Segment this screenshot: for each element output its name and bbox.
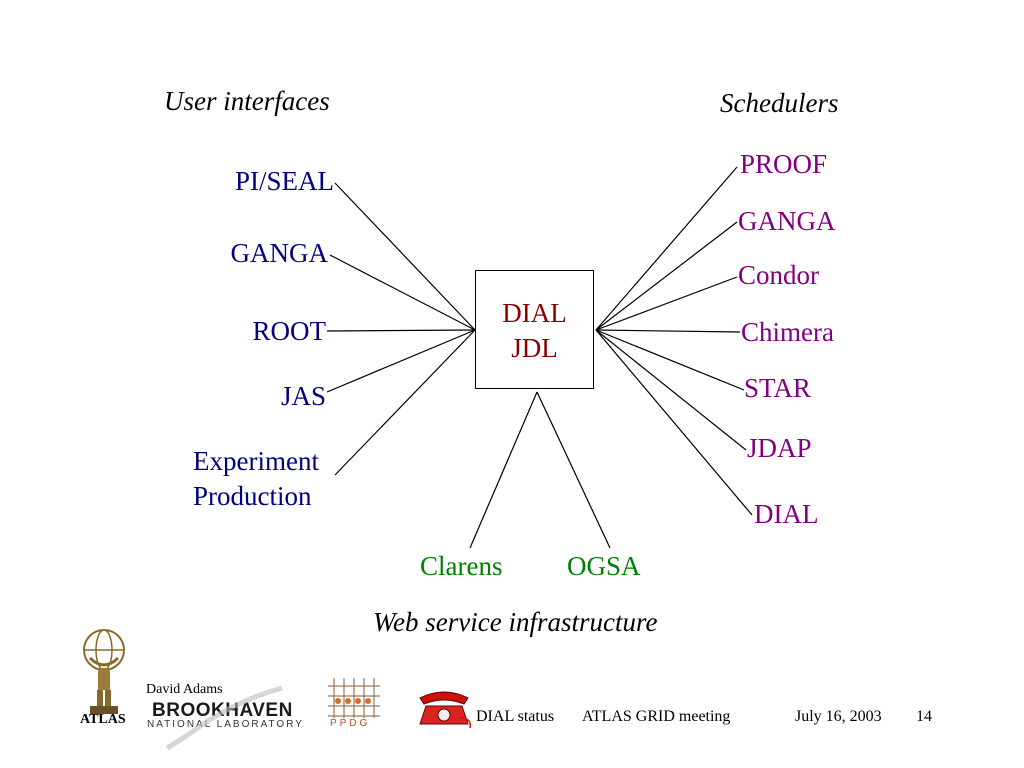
- line-jas: [326, 329, 476, 393]
- ppdg-logo-text: PPDG: [330, 718, 371, 729]
- footer-title: DIAL status: [476, 708, 555, 725]
- ui-label-ganga: GANGA: [230, 238, 329, 268]
- ui-label-jas: JAS: [280, 381, 326, 411]
- ui-label-root: ROOT: [252, 316, 327, 346]
- heading-user-interfaces: User interfaces: [164, 86, 330, 116]
- line-chimera: [595, 329, 741, 333]
- footer-meeting: ATLAS GRID meeting: [582, 708, 731, 725]
- line-dial: [595, 329, 753, 516]
- center-dial-label: DIAL: [502, 298, 567, 328]
- heading-web-service: Web service infrastructure: [373, 607, 658, 637]
- scheduler-label-chimera: Chimera: [741, 317, 834, 347]
- scheduler-label-star: STAR: [744, 373, 811, 403]
- telephone-icon: [419, 691, 472, 728]
- scheduler-label-proof: PROOF: [740, 149, 828, 179]
- line-ganga-ui: [329, 254, 476, 331]
- brookhaven-swoosh-icon: [165, 685, 283, 751]
- scheduler-label-condor: Condor: [738, 260, 819, 290]
- ui-label-experiment: Experiment: [193, 446, 319, 476]
- line-clarens: [469, 391, 538, 549]
- scheduler-label-dial: DIAL: [754, 499, 819, 529]
- line-star: [595, 329, 745, 391]
- ppdg-logo-icon: [328, 678, 380, 718]
- brookhaven-sub-text: NATIONAL LABORATORY: [147, 719, 304, 730]
- dial-jdl-box: DIAL JDL: [475, 270, 594, 389]
- web-service-label-ogsa: OGSA: [567, 551, 641, 581]
- web-service-label-clarens: Clarens: [420, 551, 503, 581]
- line-experiment: [334, 329, 476, 476]
- atlas-label: ATLAS: [80, 712, 126, 727]
- atlas-logo-icon: [83, 629, 125, 714]
- heading-schedulers: Schedulers: [720, 88, 839, 118]
- line-ganga-sched: [595, 221, 738, 331]
- ui-label-pi-seal: PI/SEAL: [234, 166, 334, 196]
- line-jdap: [595, 329, 747, 451]
- line-root: [326, 329, 476, 332]
- line-ogsa: [536, 391, 611, 549]
- scheduler-label-ganga: GANGA: [738, 206, 836, 236]
- line-pi-seal: [334, 182, 476, 331]
- footer-date: July 16, 2003: [795, 708, 882, 725]
- ui-label-production: Production: [193, 481, 312, 511]
- author-name: David Adams: [146, 682, 223, 697]
- line-condor: [595, 276, 738, 331]
- page-number: 14: [916, 708, 932, 725]
- center-jdl-label: JDL: [511, 333, 558, 363]
- line-proof: [595, 166, 738, 331]
- scheduler-label-jdap: JDAP: [747, 433, 812, 463]
